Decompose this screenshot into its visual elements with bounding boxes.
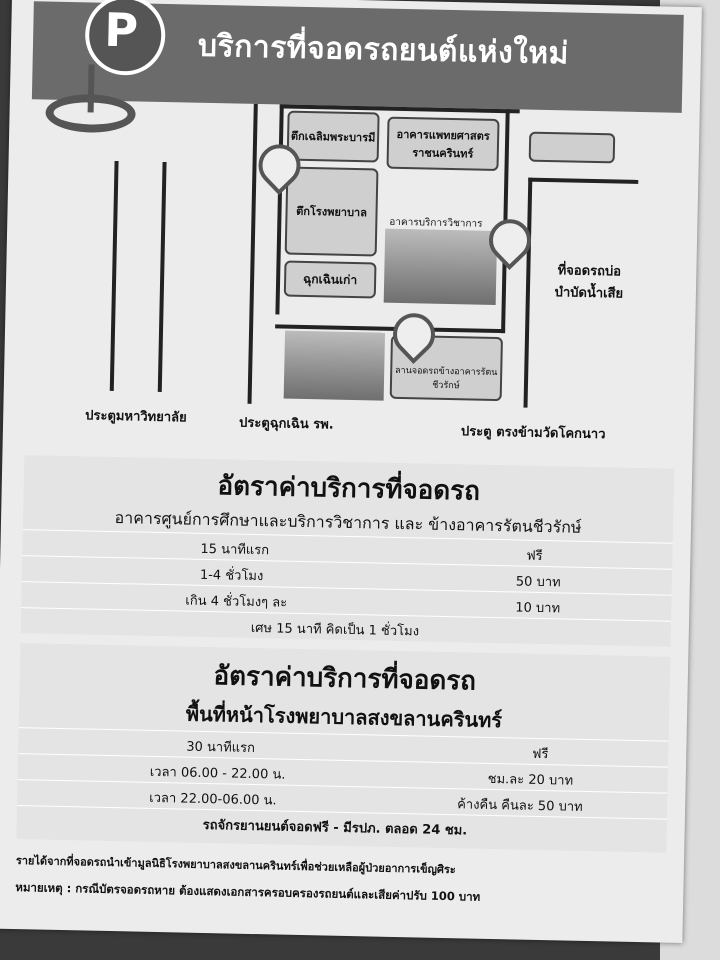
rate-price: ชม.ละ 20 บาท (487, 771, 574, 789)
rate-period: เวลา 22.00-06.00 น. (149, 790, 277, 809)
rate-period: 1-4 ชั่วโมง (199, 567, 264, 585)
campus-map: ตึกเฉลิมพระบารมี อาคารแพทยศาสตรราชนครินท… (25, 99, 682, 453)
rate-note: รถจักรยานยนต์จอดฟรี - มีรปภ. ตลอด 24 ชม. (202, 817, 468, 839)
footer-income-note: รายได้จากที่จอดรถนำเข้ามูลนิธิโรงพยาบาลส… (15, 854, 456, 877)
building-medicine: อาคารแพทยศาสตรราชนครินทร์ (386, 116, 500, 171)
building-old-emergency: ฉุกเฉินเก่า (283, 260, 377, 299)
building-academic-label: อาคารบริการวิชาการ (389, 216, 483, 230)
building-chalerm: ตึกเฉลิมพระบารมี (286, 110, 380, 163)
rates-section-2: อัตราค่าบริการที่จอดรถ พื้นที่หน้าโรงพยา… (16, 643, 671, 853)
parking-symbol: P (103, 2, 139, 58)
rate-period: เกิน 4 ชั่วโมงๆ ละ (185, 593, 288, 611)
gate-emergency: ประตูฉุกเฉิน รพ. (238, 415, 334, 433)
rate-price: ฟรี (532, 746, 549, 763)
road-line (247, 103, 258, 404)
page-title: บริการที่จอดรถยนต์แห่งใหม่ (197, 28, 570, 72)
road-line (528, 177, 639, 184)
rate-price: ฟรี (526, 548, 543, 565)
road-line (109, 160, 119, 391)
road-line (275, 104, 284, 315)
parking-flyer: บริการที่จอดรถยนต์แห่งใหม่ P ตึกเฉลิมพระ… (0, 0, 702, 944)
rate-period: เวลา 06.00 - 22.00 น. (149, 764, 286, 783)
building-hospital: ตึกโรงพยาบาล (284, 166, 379, 257)
rate-period: 30 นาทีแรก (186, 739, 256, 757)
road-line (157, 161, 167, 392)
gate-university: ประตูมหาวิทยาลัย (85, 408, 187, 426)
rate-period: 15 นาทีแรก (200, 541, 270, 559)
rate-price: 10 บาท (515, 600, 561, 617)
building-photo (383, 228, 498, 305)
building-block (528, 131, 616, 164)
parking-east-label: ที่จอดรถบ่อบำบัดน้ำเสีย (554, 263, 624, 302)
footer-remark: หมายเหตุ : กรณีบัตรจอดรถหาย ต้องแสดงเอกส… (15, 880, 481, 904)
gate-kok-nao: ประตู ตรงข้ามวัดโคกนาว (460, 424, 606, 443)
rate-price: ค้างคืน คืนละ 50 บาท (457, 797, 583, 815)
building-photo (283, 330, 386, 401)
rates-section-1: อัตราค่าบริการที่จอดรถ อาคารศูนย์การศึกษ… (20, 455, 675, 648)
rate-note: เศษ 15 นาที คิดเป็น 1 ชั่วโมง (250, 620, 420, 640)
road-line (523, 177, 533, 408)
rate-price: 50 บาท (515, 574, 561, 591)
